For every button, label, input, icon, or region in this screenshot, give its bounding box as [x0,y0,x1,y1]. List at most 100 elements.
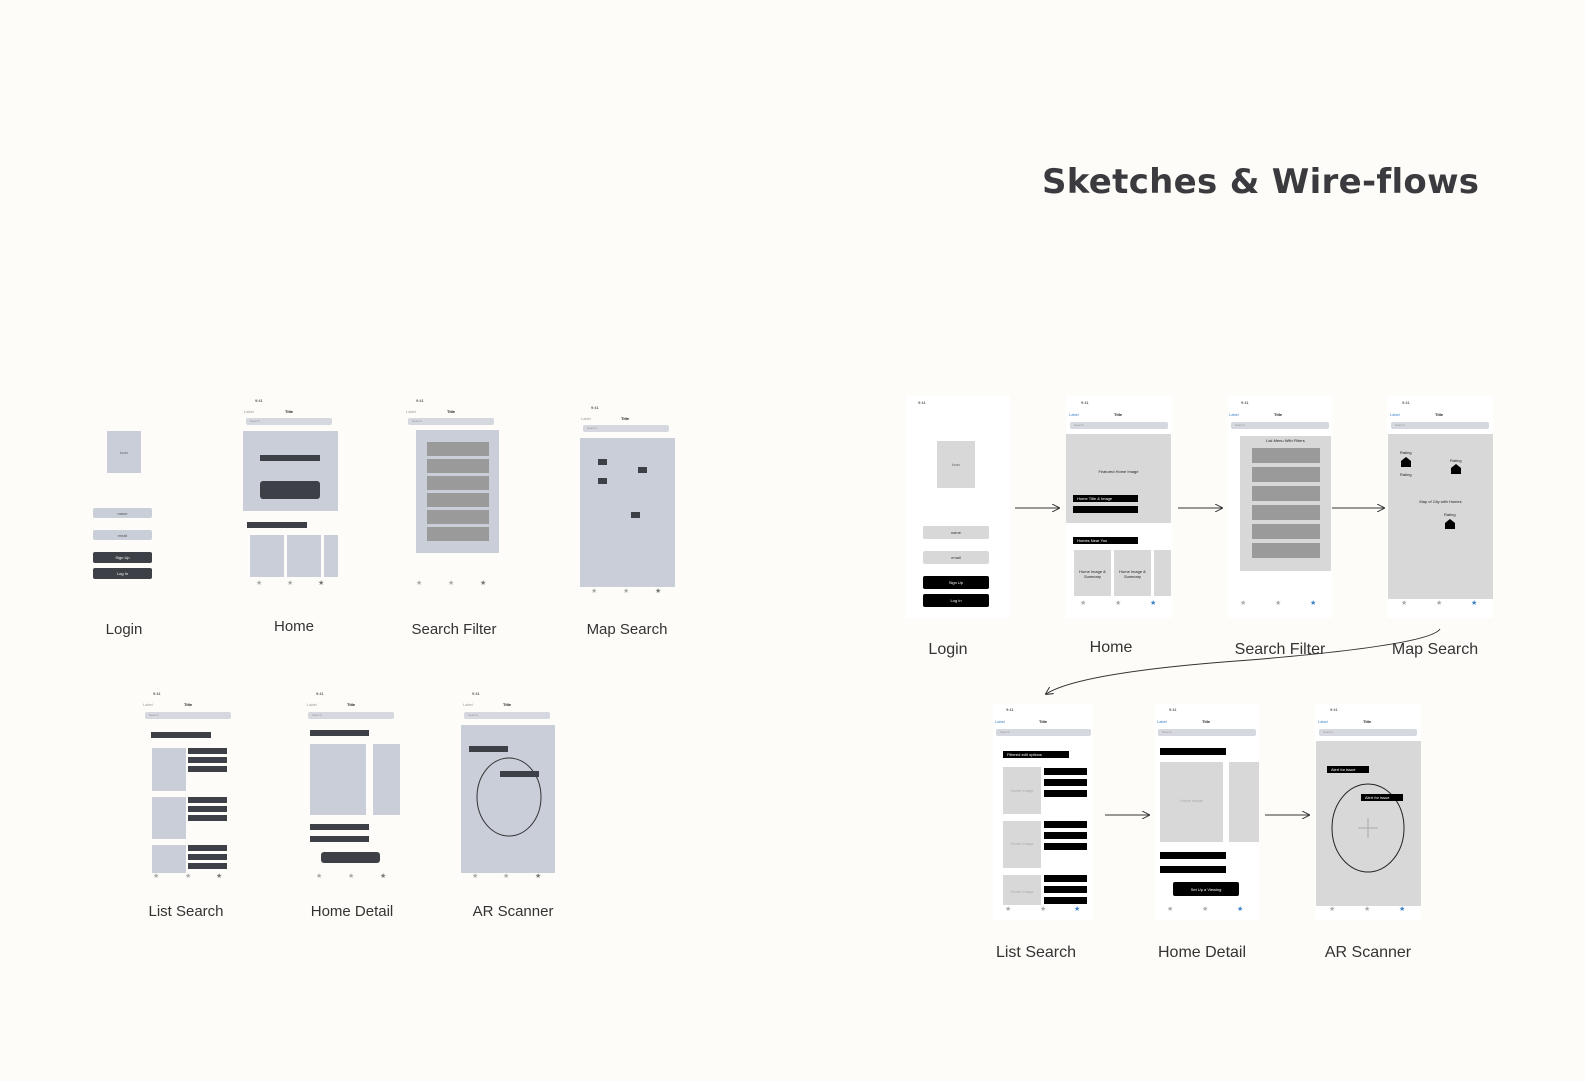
filter-row[interactable] [1252,524,1320,539]
tab-star-icon[interactable]: ★ [416,580,423,587]
filter-row[interactable] [1252,505,1320,520]
tab-star-icon[interactable]: ★ [348,873,355,880]
tab-star-icon[interactable]: ★ [1329,906,1336,913]
sign-up-button[interactable]: Sign Up [923,576,989,589]
search-input[interactable]: Search [308,712,394,719]
home-pin-icon[interactable] [1445,519,1455,529]
tab-star-icon[interactable]: ★ [1202,906,1209,913]
tab-star-icon[interactable]: ★ [472,873,479,880]
map-pin[interactable] [598,459,607,465]
tab-star-icon[interactable]: ★ [1080,600,1087,607]
search-input[interactable]: Search [1158,729,1256,736]
back-label[interactable]: Label [406,409,416,414]
home-pin-icon[interactable] [1451,464,1461,474]
back-label[interactable]: Label [995,719,1005,724]
back-label[interactable]: Label [307,702,317,707]
alert-bar[interactable] [469,746,508,752]
tab-star-icon[interactable]: ★ [256,580,263,587]
search-input[interactable]: Search [464,712,550,719]
search-input[interactable]: Search [1231,422,1329,429]
alert-tag[interactable]: Alert for issue [1361,794,1403,801]
tab-star-icon[interactable]: ★ [480,580,487,587]
filter-row[interactable] [1252,448,1320,463]
tab-star-icon[interactable]: ★ [1074,906,1081,913]
search-input[interactable]: Search [583,425,669,432]
list-item-image[interactable] [1003,821,1041,868]
home-card[interactable] [287,535,321,577]
tab-star-icon[interactable]: ★ [1240,600,1247,607]
name-field[interactable]: name [923,526,989,539]
search-input[interactable]: Search [1070,422,1168,429]
name-field[interactable]: name [93,508,152,518]
list-item-image[interactable] [1003,875,1041,905]
tab-star-icon[interactable]: ★ [1040,906,1047,913]
back-label[interactable]: Label [143,702,153,707]
tab-star-icon[interactable]: ★ [1237,906,1244,913]
tab-star-icon[interactable]: ★ [287,580,294,587]
filter-bar[interactable] [151,732,211,738]
tab-star-icon[interactable]: ★ [535,873,542,880]
list-item-image[interactable] [1003,767,1041,814]
tab-star-icon[interactable]: ★ [316,873,323,880]
tab-star-icon[interactable]: ★ [655,588,662,595]
tab-star-icon[interactable]: ★ [1401,600,1408,607]
home-card[interactable] [1114,550,1151,596]
tab-star-icon[interactable]: ★ [623,588,630,595]
map-area[interactable] [580,438,675,587]
featured-button[interactable] [260,481,320,499]
search-input[interactable]: Search [996,729,1091,736]
list-item-image[interactable] [152,797,186,839]
tab-star-icon[interactable]: ★ [153,873,160,880]
tab-star-icon[interactable]: ★ [318,580,325,587]
filter-row[interactable] [1252,486,1320,501]
tab-star-icon[interactable]: ★ [1150,600,1157,607]
detail-image[interactable] [310,744,366,815]
search-input[interactable]: Search [408,418,494,425]
tab-star-icon[interactable]: ★ [216,873,223,880]
log-in-button[interactable]: Log In [923,594,989,607]
back-label[interactable]: Label [1390,412,1400,417]
map-pin[interactable] [638,467,647,473]
tab-star-icon[interactable]: ★ [448,580,455,587]
back-label[interactable]: Label [1157,719,1167,724]
search-input[interactable]: Search [246,418,332,425]
tab-star-icon[interactable]: ★ [1471,600,1478,607]
list-item-image[interactable] [152,748,186,791]
detail-image[interactable] [373,744,400,815]
home-card[interactable] [250,535,284,577]
tab-star-icon[interactable]: ★ [1275,600,1282,607]
back-label[interactable]: Label [1318,719,1328,724]
home-card[interactable] [1074,550,1111,596]
filter-row[interactable] [1252,467,1320,482]
back-label[interactable]: Label [581,416,591,421]
back-label[interactable]: Label [1229,412,1239,417]
search-input[interactable]: Search [145,712,231,719]
back-label[interactable]: Label [463,702,473,707]
tab-star-icon[interactable]: ★ [185,873,192,880]
home-pin-icon[interactable] [1401,457,1411,467]
filter-row[interactable] [427,510,489,524]
filter-row[interactable] [427,459,489,473]
filter-row[interactable] [427,493,489,507]
back-label[interactable]: Label [1069,412,1079,417]
email-field[interactable]: email [93,530,152,540]
filter-row[interactable] [427,476,489,490]
tab-star-icon[interactable]: ★ [1436,600,1443,607]
tab-star-icon[interactable]: ★ [591,588,598,595]
map-pin[interactable] [631,512,640,518]
alert-tag[interactable]: Alert for issue [1327,766,1369,773]
set-up-viewing-button[interactable]: Set Up a Viewing [1173,882,1239,896]
email-field[interactable]: email [923,551,989,564]
tab-star-icon[interactable]: ★ [503,873,510,880]
tab-star-icon[interactable]: ★ [1399,906,1406,913]
tab-star-icon[interactable]: ★ [380,873,387,880]
viewing-button[interactable] [321,852,380,863]
back-label[interactable]: Label [244,409,254,414]
tab-star-icon[interactable]: ★ [1005,906,1012,913]
home-card[interactable] [1154,550,1171,596]
filter-row[interactable] [427,527,489,541]
alert-bar[interactable] [500,771,539,777]
search-input[interactable]: Search [1391,422,1489,429]
tab-star-icon[interactable]: ★ [1167,906,1174,913]
search-input[interactable]: Search [1319,729,1417,736]
